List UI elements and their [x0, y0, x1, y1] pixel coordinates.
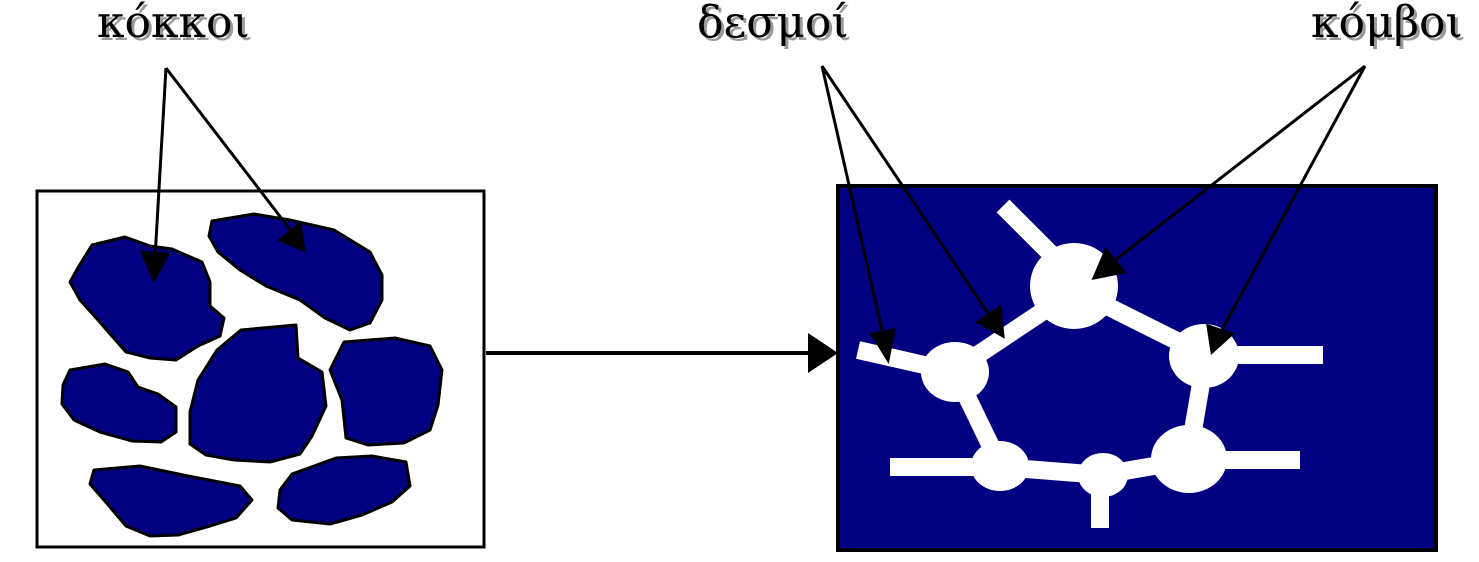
- svg-text:κόμβοι: κόμβοι: [1314, 0, 1466, 51]
- node-bottom-left: [971, 441, 1029, 491]
- label-nodes: κόμβοι: [1311, 0, 1463, 48]
- label-grains: κόκκοι: [97, 0, 250, 48]
- grain-4: [188, 323, 328, 464]
- svg-text:κόκκοι: κόκκοι: [100, 0, 253, 51]
- node-bottom-right: [1151, 425, 1227, 493]
- transform-arrow-head: [808, 333, 838, 373]
- node-left: [921, 342, 989, 402]
- node-bottom-middle: [1078, 453, 1128, 497]
- node-top: [1030, 243, 1118, 329]
- grain-6: [88, 464, 254, 538]
- svg-text:δεσμοί: δεσμοί: [700, 0, 852, 51]
- grain-1: [68, 235, 226, 362]
- grain-5: [328, 336, 444, 447]
- grain-7: [276, 454, 412, 526]
- network-nodes: [921, 243, 1239, 497]
- pointer-arrows: [139, 64, 1367, 365]
- grain-2: [207, 212, 384, 332]
- grains-group: [60, 212, 444, 538]
- label-bonds: δεσμοί: [697, 0, 849, 48]
- grain-3: [60, 362, 178, 444]
